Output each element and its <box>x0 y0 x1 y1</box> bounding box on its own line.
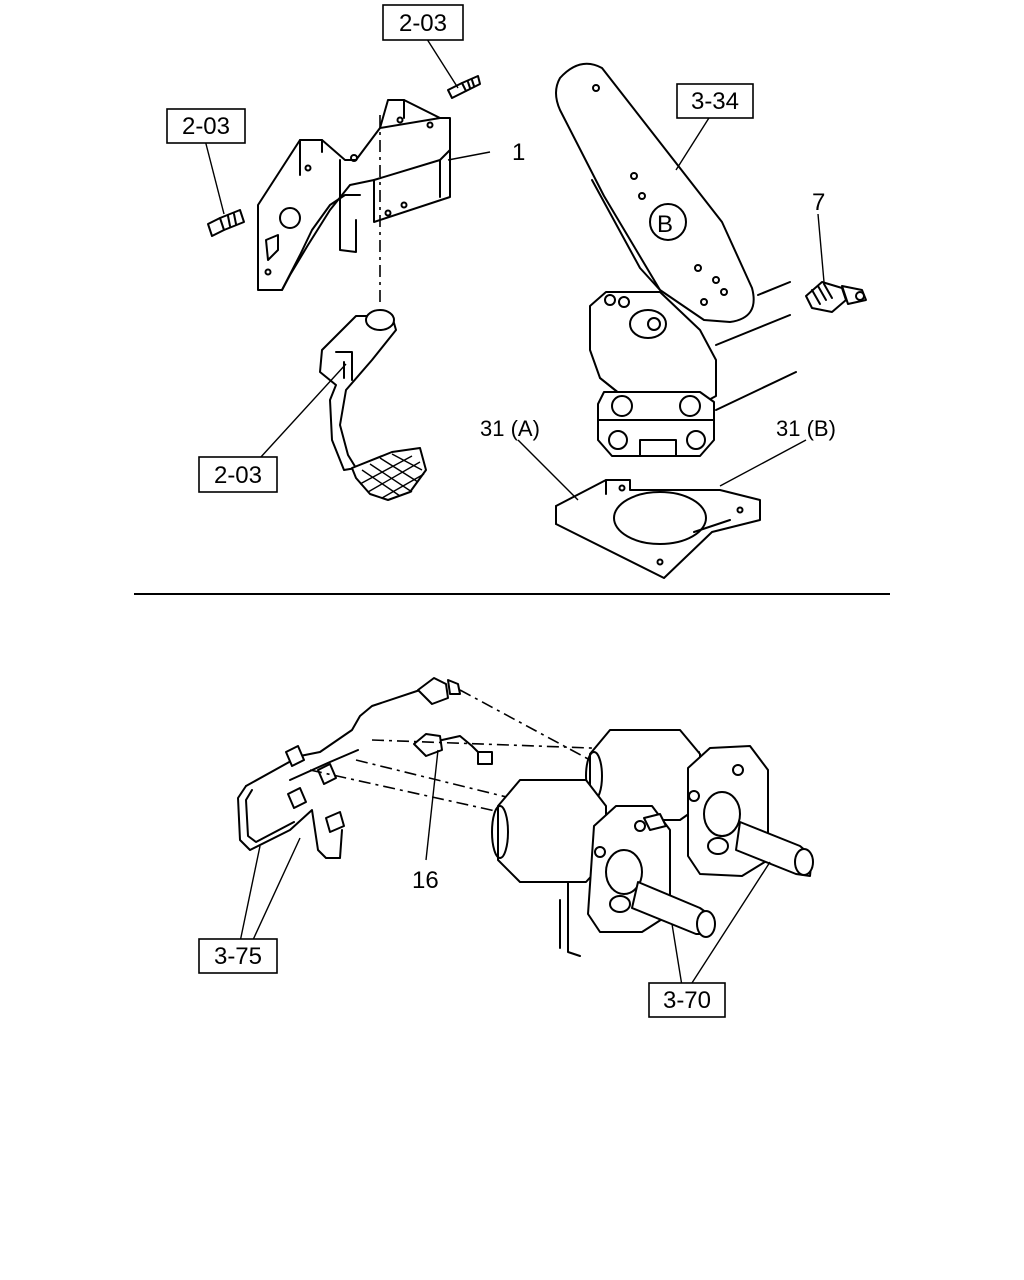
brake-valve-assembly: B <box>555 62 755 457</box>
bolt-top <box>447 75 481 99</box>
callout-connector: 16 <box>412 867 439 894</box>
pedal-bracket <box>257 99 451 291</box>
callout-pedal-arm: 2-03 <box>198 456 278 493</box>
callout-chamber: 3-70 <box>648 982 726 1018</box>
callout-piping: 3-75 <box>198 938 278 974</box>
brake-chamber-rear <box>585 729 814 877</box>
callout-bracket-number: 1 <box>512 139 525 166</box>
callout-plate-a: 31 (A) <box>480 416 540 441</box>
brake-piping <box>237 677 493 859</box>
fitting-guide-lines <box>715 281 797 411</box>
callout-pedal-arm-text: 2-03 <box>214 462 262 489</box>
leader-lines <box>204 35 825 987</box>
callout-plate-b: 31 (B) <box>776 416 836 441</box>
callout-bolt-left: 2-03 <box>166 108 246 144</box>
callout-valve-pedal-text: 3-34 <box>691 88 739 115</box>
bolt-left <box>207 209 245 237</box>
callout-bolt-top-text: 2-03 <box>399 10 447 37</box>
callout-chamber-text: 3-70 <box>663 987 711 1014</box>
brake-pedal-arm <box>319 309 427 501</box>
mounting-plates <box>555 479 761 579</box>
callout-bolt-left-text: 2-03 <box>182 113 230 140</box>
callout-valve-pedal: 3-34 <box>676 83 754 119</box>
callout-elbow-fitting: 7 <box>812 189 825 216</box>
brake-chamber-front <box>491 779 716 957</box>
callout-piping-text: 3-75 <box>214 943 262 970</box>
treadle-letter-b: B <box>657 211 673 238</box>
elbow-fitting <box>805 281 867 313</box>
callout-bolt-top: 2-03 <box>382 4 464 41</box>
